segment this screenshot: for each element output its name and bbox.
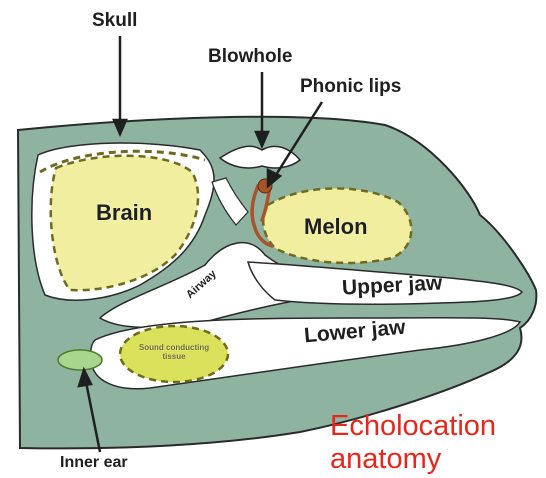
blowhole-label: Blowhole bbox=[208, 46, 292, 68]
caption-line-2: anatomy bbox=[330, 443, 441, 476]
melon-label: Melon bbox=[304, 214, 368, 240]
brain-label: Brain bbox=[96, 200, 152, 226]
inner-ear-label: Inner ear bbox=[60, 454, 128, 472]
sound-tissue-label: Sound conducting tissue bbox=[128, 343, 220, 361]
caption-line-1: Echolocation bbox=[330, 410, 496, 443]
skull-label: Skull bbox=[92, 10, 137, 32]
inner-ear-shape bbox=[58, 350, 102, 370]
phonic-lips-label: Phonic lips bbox=[300, 76, 401, 98]
